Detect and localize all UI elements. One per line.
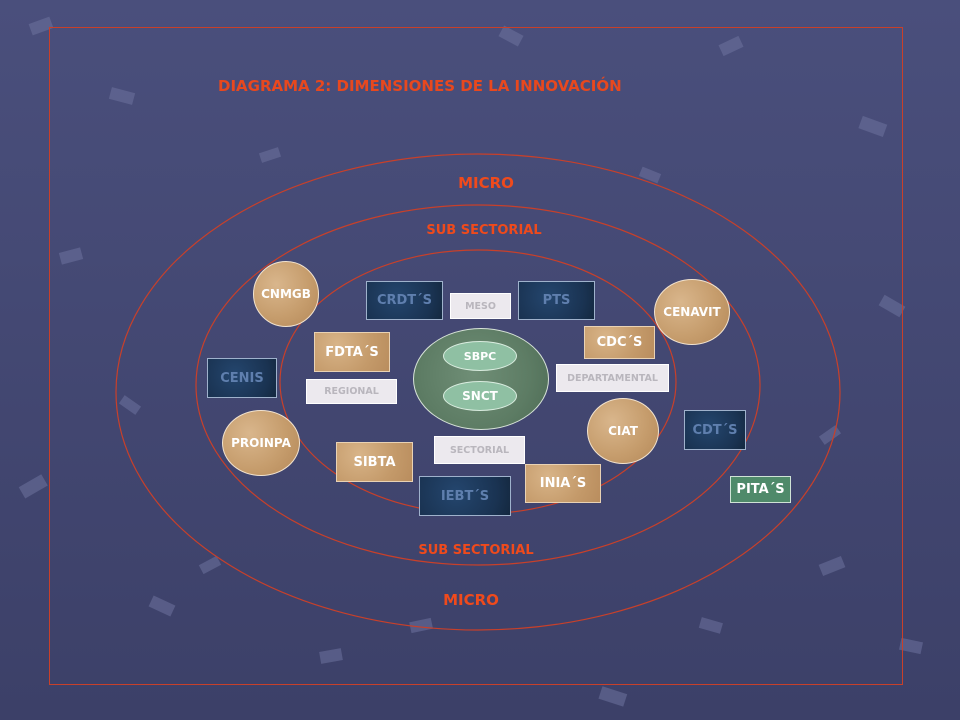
cenavit-node: CENAVIT — [654, 279, 730, 345]
pts-node: PTS — [518, 281, 595, 320]
diagram-frame — [49, 27, 903, 685]
pitas-node: PITA´S — [730, 476, 791, 503]
ring-subsectorial — [195, 204, 761, 566]
departamental-label: DEPARTAMENTAL — [556, 364, 669, 392]
proinpa-node: PROINPA — [222, 410, 300, 476]
inias-node: INIA´S — [525, 464, 601, 503]
crdts-node: CRDT´S — [366, 281, 443, 320]
subsectorial-label-top: SUB SECTORIAL — [426, 223, 542, 238]
subsectorial-label-bottom: SUB SECTORIAL — [418, 543, 534, 558]
meso-label: MESO — [450, 293, 511, 319]
iebts-node: IEBT´S — [419, 476, 511, 516]
micro-label-bottom: MICRO — [443, 591, 499, 609]
cenis-node: CENIS — [207, 358, 277, 398]
snct-node: SNCT — [443, 381, 517, 411]
cnmgb-node: CNMGB — [253, 261, 319, 327]
fdtas-node: FDTA´S — [314, 332, 390, 372]
ciat-node: CIAT — [587, 398, 659, 464]
diagram-title: DIAGRAMA 2: DIMENSIONES DE LA INNOVACIÓN — [218, 77, 622, 95]
cdts-node: CDT´S — [684, 410, 746, 450]
micro-label-top: MICRO — [458, 174, 514, 192]
regional-label: REGIONAL — [306, 379, 397, 404]
sibta-node: SIBTA — [336, 442, 413, 482]
sectorial-label: SECTORIAL — [434, 436, 525, 464]
sbpc-node: SBPC — [443, 341, 517, 371]
ring-micro — [115, 153, 841, 631]
cdcs-node: CDC´S — [584, 326, 655, 359]
